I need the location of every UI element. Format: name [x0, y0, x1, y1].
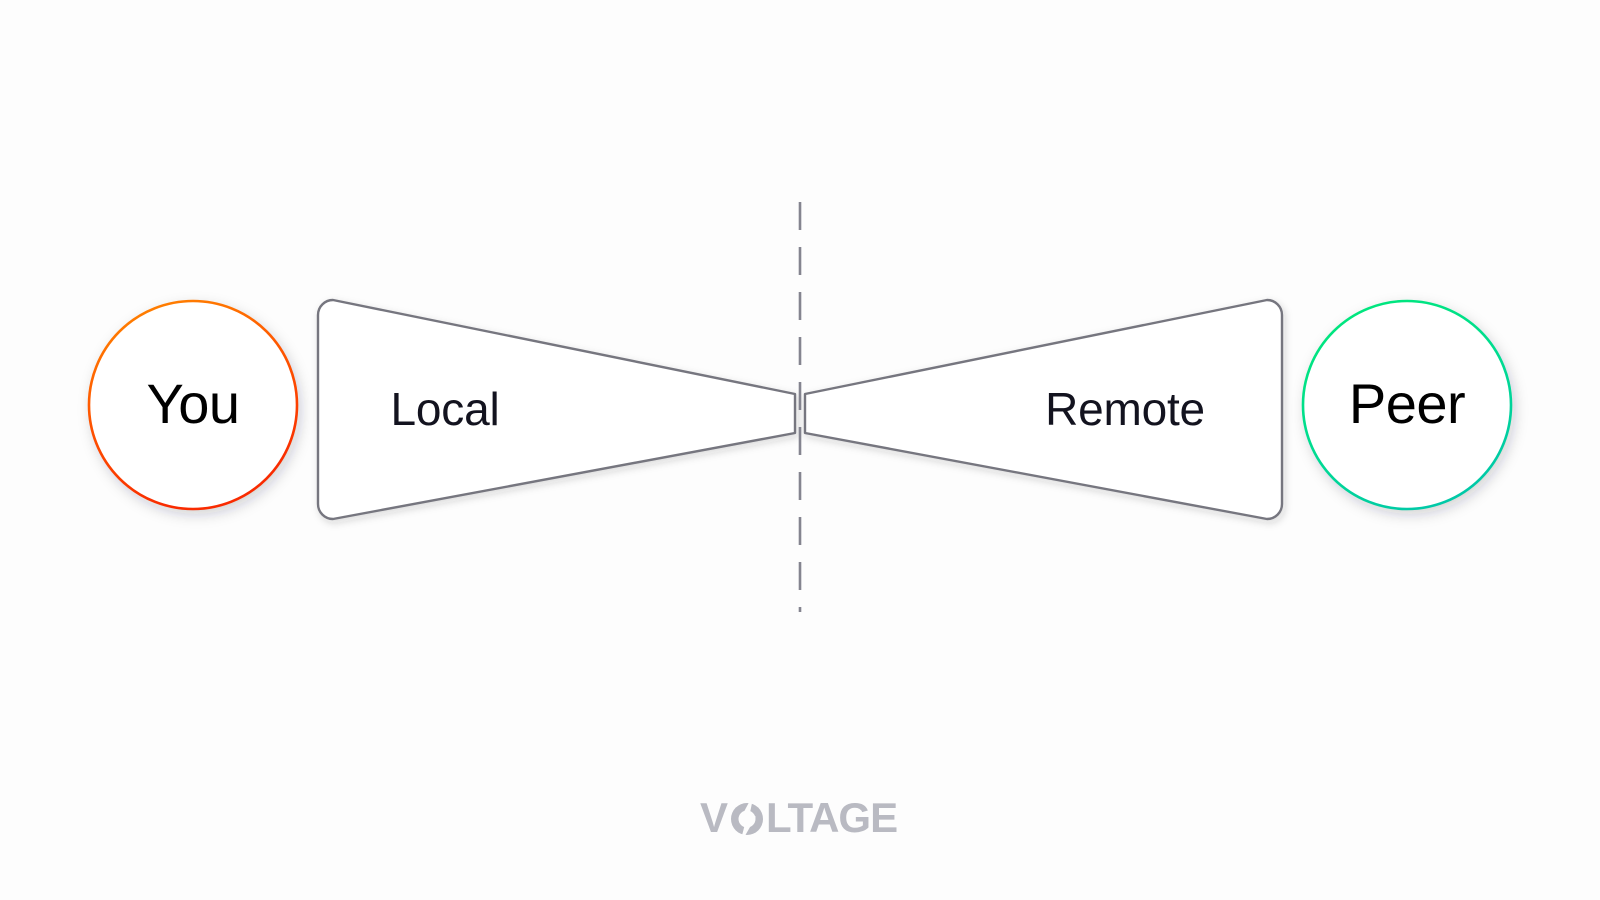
- channel-local-label: Local: [390, 383, 500, 435]
- endpoint-peer-circle[interactable]: [1301, 299, 1513, 511]
- voltage-letters-after-o: LTAGE: [766, 796, 897, 841]
- voltage-letters-before-o: V: [700, 796, 728, 841]
- channel-remote-shape[interactable]: [803, 298, 1284, 521]
- voltage-logo: V LTAGE: [0, 794, 1600, 844]
- voltage-wordmark-svg: V LTAGE: [700, 796, 898, 841]
- endpoint-peer-label: Peer: [1348, 372, 1466, 435]
- channel-remote-label: Remote: [1045, 383, 1205, 435]
- lightning-bolt-o-icon: [731, 798, 763, 840]
- endpoint-you-circle[interactable]: [87, 299, 299, 511]
- endpoint-you-label: You: [146, 372, 241, 435]
- channel-local-shape[interactable]: [316, 298, 797, 521]
